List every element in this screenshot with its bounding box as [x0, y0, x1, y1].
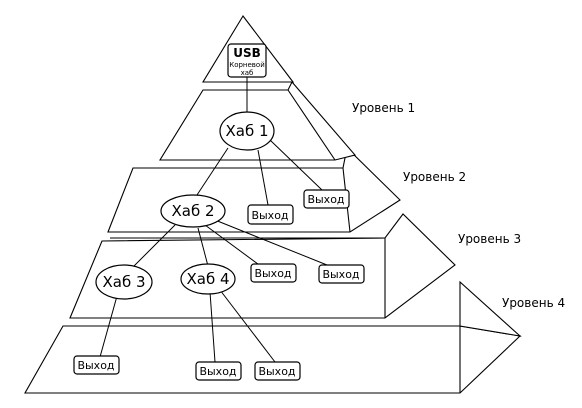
output-1-label: Выход — [251, 209, 288, 222]
output-3-label: Выход — [254, 267, 291, 280]
hub-4-label: Хаб 4 — [186, 270, 229, 288]
level-4-label: Уровень 4 — [502, 296, 565, 310]
output-4: Выход — [318, 264, 365, 284]
output-1: Выход — [247, 204, 294, 225]
hub-1: Хаб 1 — [219, 111, 275, 151]
level-3-label: Уровень 3 — [458, 232, 521, 246]
link-hub2-output-3 — [204, 224, 263, 268]
output-6: Выход — [195, 361, 242, 381]
output-4-label: Выход — [322, 268, 359, 281]
usb-root-subtitle-line-1: Корневой — [229, 61, 265, 69]
link-hub2-hub4 — [197, 227, 209, 267]
hub-3: Хаб 3 — [95, 264, 153, 300]
output-5: Выход — [73, 355, 120, 375]
link-hub1-hub2 — [194, 147, 229, 199]
level-1-label: Уровень 1 — [352, 101, 415, 115]
link-hub2-hub3 — [131, 224, 176, 269]
output-7: Выход — [254, 361, 301, 381]
link-hub3-output-5 — [99, 295, 118, 358]
link-hub4-output-6 — [209, 291, 216, 363]
link-hub1-output-1 — [257, 149, 269, 206]
output-3: Выход — [250, 263, 297, 283]
connection-lines — [99, 77, 333, 363]
link-hub2-output-4 — [214, 219, 333, 268]
hub-4: Хаб 4 — [180, 263, 236, 295]
link-hub4-output-7 — [219, 289, 276, 363]
usb-root-hub: USB Корневой хаб — [227, 43, 267, 78]
hub-3-label: Хаб 3 — [102, 273, 145, 291]
output-2-label: Выход — [307, 193, 344, 206]
hub-2: Хаб 2 — [160, 194, 226, 228]
link-hub1-output-2 — [269, 139, 323, 191]
hub-1-label: Хаб 1 — [225, 122, 268, 140]
output-6-label: Выход — [199, 365, 236, 378]
usb-root-subtitle-line-2: хаб — [241, 69, 254, 77]
level-2-label: Уровень 2 — [403, 170, 466, 184]
output-7-label: Выход — [258, 365, 295, 378]
usb-root-title: USB — [233, 46, 261, 60]
hub-2-label: Хаб 2 — [171, 202, 214, 220]
output-5-label: Выход — [77, 359, 114, 372]
output-2: Выход — [303, 189, 350, 209]
